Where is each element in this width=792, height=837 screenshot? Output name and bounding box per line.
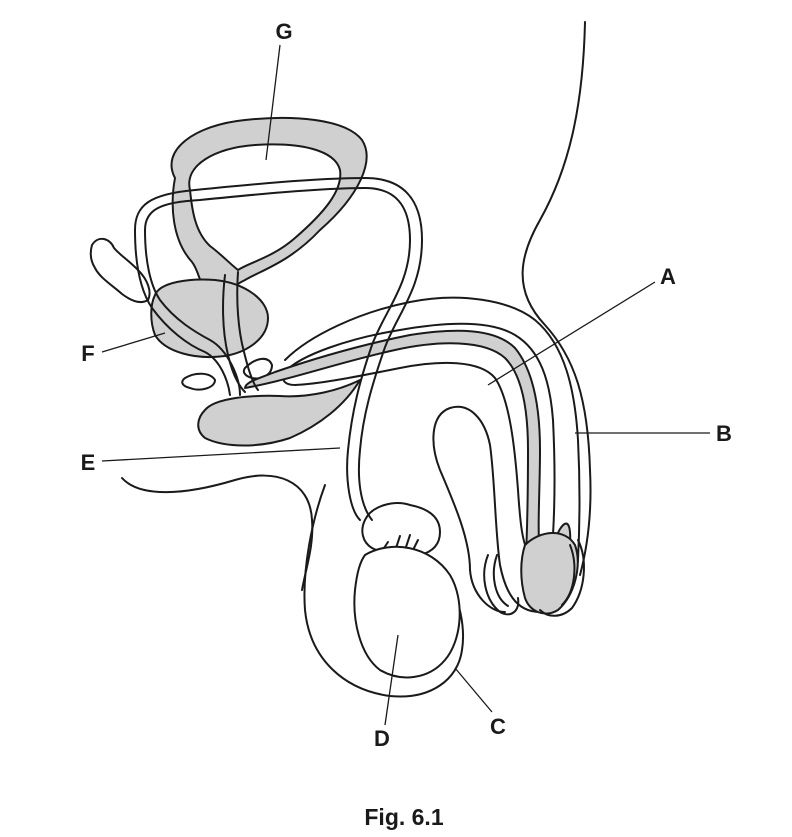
leader-E [101,447,341,462]
label-D: D [374,726,390,751]
foreskin-left-inner [492,554,509,607]
label-C: C [490,714,506,739]
foreskin-left [483,554,520,616]
label-E: E [81,450,96,475]
foreskin-right-inner [561,544,576,606]
bladder-lumen [188,143,342,271]
foreskin-right [539,539,585,617]
prostate-gland [150,278,269,358]
leader-G [265,44,281,161]
label-G: G [275,19,292,44]
label-B: B [716,421,732,446]
thigh-outline [121,474,314,591]
sperm-duct-outer [144,187,411,521]
leader-D [384,634,399,726]
seminal-vesicle [89,237,151,304]
sperm-duct-inner [134,177,423,521]
leader-F [101,332,166,353]
bladder-duct-right [236,271,259,391]
epididymis-tubule-4 [413,539,419,549]
testis [353,545,461,679]
bulbourethral-gland [181,372,216,391]
epididymis-tubule-3 [405,534,411,548]
label-F: F [81,341,94,366]
body-outline [521,21,592,576]
leader-A [487,281,656,386]
label-A: A [660,264,676,289]
glans-penis [520,532,579,615]
figure-caption: Fig. 6.1 [364,804,443,830]
epididymis [361,502,441,558]
scrotum [303,484,465,698]
bladder-duct-left [222,274,246,393]
leader-C [454,667,493,713]
penile-bulb [197,379,361,447]
penis-outline [284,296,581,613]
